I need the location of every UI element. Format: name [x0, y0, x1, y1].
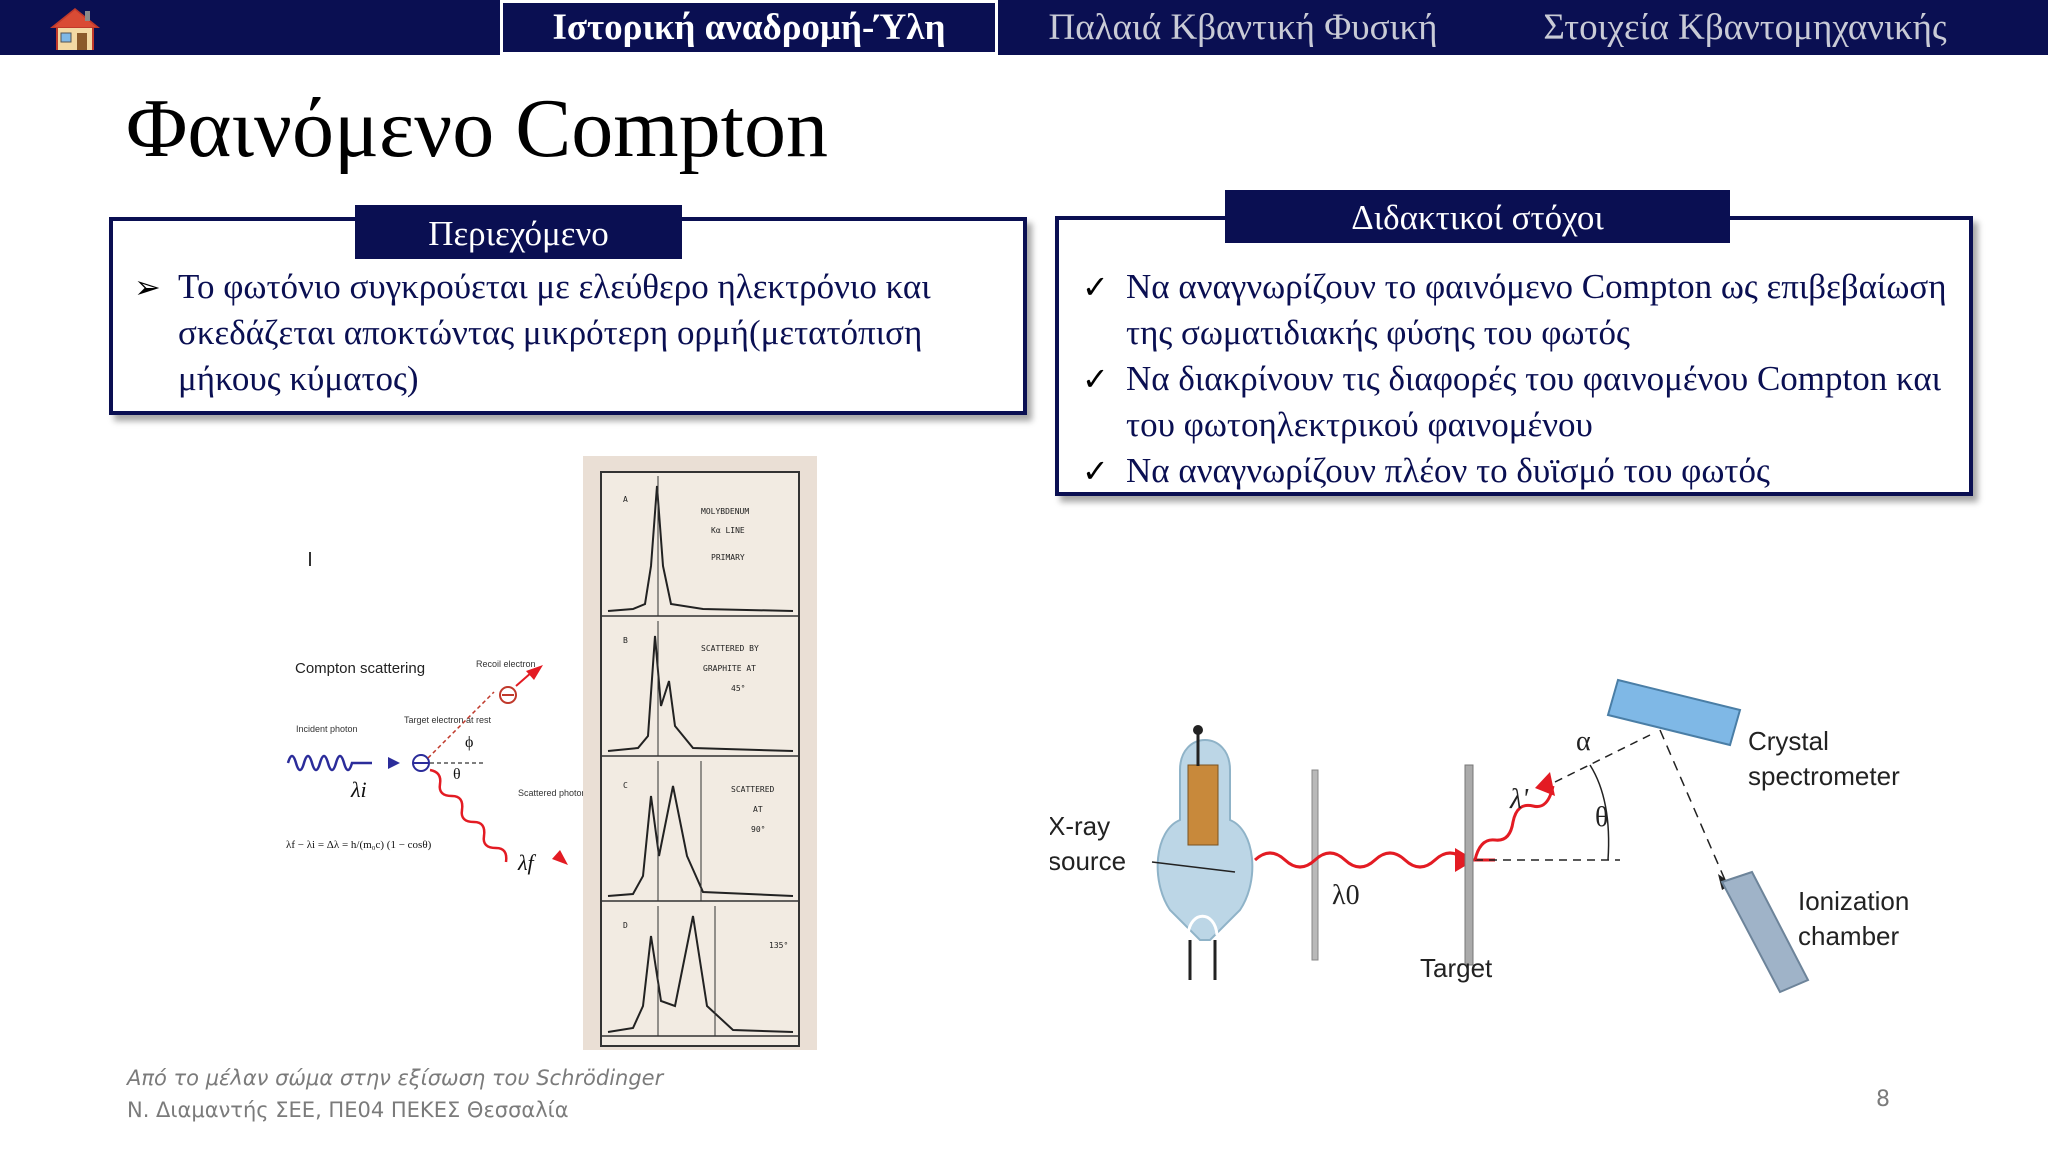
target-label: Target electron at rest	[404, 715, 492, 725]
check-icon: ✓	[1082, 269, 1109, 305]
peak-curve-c	[607, 785, 794, 897]
panel-c-caption-1: SCATTERED	[731, 785, 775, 794]
ionization-label-1: Ionization	[1798, 886, 1909, 916]
objectives-box	[1055, 216, 1973, 496]
spectrum-plots: A MOLYBDENUM Kα LINE PRIMARY B SCATTERED…	[600, 471, 800, 1047]
page-number: 8	[1876, 1087, 1890, 1112]
peak-curve-d	[607, 915, 794, 1033]
target-plate	[1464, 764, 1474, 966]
alpha-label: α	[1576, 726, 1591, 757]
theta-symbol: θ	[453, 766, 461, 783]
panel-b-caption-1: SCATTERED BY	[701, 644, 759, 653]
target-label: Target	[1420, 953, 1493, 983]
tab-old-quantum[interactable]: Παλαιά Κβαντική Φυσική	[1048, 7, 1438, 48]
ionization-chamber-icon	[1720, 870, 1810, 994]
crystal-spectrometer-icon	[1606, 678, 1742, 747]
incident-xray-wave	[1253, 851, 1495, 869]
recoil-arrow-icon	[526, 665, 543, 680]
lambda-i-symbol: λi	[350, 777, 367, 802]
scattered-arrow-icon	[552, 850, 568, 865]
top-navigation-bar: Ιστορική αναδρομή-Ύλη Παλαιά Κβαντική Φυ…	[0, 0, 2048, 55]
diagram-title: Compton scattering	[295, 660, 425, 677]
panel-d-caption-1: 135°	[769, 941, 788, 950]
objective-bullet: ✓ Να αναγνωρίζουν πλέον το δυϊσμό του φω…	[1082, 448, 1966, 494]
panel-a-caption-2: Kα LINE	[711, 526, 745, 535]
xray-source-label-2: source	[1050, 846, 1126, 876]
content-text: ➢ Το φωτόνιο συγκρούεται με ελεύθερο ηλε…	[134, 264, 1018, 402]
content-box-label: Περιεχόμενο	[355, 205, 682, 259]
incident-arrow-icon	[388, 757, 400, 769]
scattered-photon-wave	[429, 768, 508, 863]
target-electron-icon	[412, 754, 430, 772]
crystal-label-2: spectrometer	[1748, 761, 1900, 791]
objective-bullet: ✓ Να διακρίνουν τις διαφορές του φαινομέ…	[1082, 356, 1966, 448]
scattered-xray-wave	[1473, 785, 1555, 861]
panel-a-letter: A	[623, 495, 628, 504]
panel-c-letter: C	[623, 781, 628, 790]
ionization-label-2: chamber	[1798, 921, 1899, 951]
panel-d-letter: D	[623, 921, 628, 930]
scattered-xray-arrow-icon	[1535, 772, 1555, 796]
panel-b-letter: B	[623, 636, 628, 645]
lambda-f-symbol: λf	[517, 850, 537, 875]
content-bullet: ➢ Το φωτόνιο συγκρούεται με ελεύθερο ηλε…	[134, 264, 1018, 402]
crystal-label-1: Crystal	[1748, 726, 1829, 756]
tab-quantum-mechanics[interactable]: Στοιχεία Κβαντομηχανικής	[1543, 7, 1947, 48]
compton-scattering-diagram: Compton scattering Recoil electron Incid…	[286, 552, 587, 875]
tube-anode	[1187, 764, 1219, 846]
panel-a-caption-1: MOLYBDENUM	[701, 507, 749, 516]
house-icon	[50, 8, 100, 50]
footer-author: Ν. Διαμαντής ΣΕΕ, ΠΕ04 ΠΕΚΕΣ Θεσσαλία	[127, 1098, 569, 1122]
home-button[interactable]	[48, 6, 102, 52]
xray-apparatus-diagram: X-ray source λ0 Target λ' θ α Crystal sp…	[1050, 678, 1909, 994]
check-icon: ✓	[1082, 453, 1109, 489]
recoil-electron-icon	[499, 686, 517, 704]
lambda-prime-label: λ'	[1509, 784, 1529, 815]
phi-symbol: ϕ	[465, 734, 473, 751]
scattered-label: Scattered photon	[518, 788, 587, 798]
recoil-label: Recoil electron	[476, 659, 536, 669]
footer-title: Από το μέλαν σώμα στην εξίσωση του Schrö…	[127, 1066, 664, 1090]
lambda0-label: λ0	[1332, 880, 1360, 911]
compton-formula: λf − λi = Δλ = h/(m₀c) (1 − cosθ)	[286, 839, 432, 851]
objective-bullet: ✓ Να αναγνωρίζουν το φαινόμενο Compton ω…	[1082, 264, 1966, 356]
incident-photon-wave	[286, 754, 372, 772]
arrow-bullet-icon: ➢	[134, 269, 161, 305]
compton-experiment-photo: A MOLYBDENUM Kα LINE PRIMARY B SCATTERED…	[583, 456, 817, 1050]
theta-label: θ	[1595, 802, 1608, 833]
tab-history[interactable]: Ιστορική αναδρομή-Ύλη	[500, 0, 998, 55]
xray-source-label-1: X-ray	[1050, 811, 1110, 841]
panel-c-caption-3: 90°	[751, 825, 765, 834]
slide-title: Φαινόμενο Compton	[126, 82, 828, 175]
check-icon: ✓	[1082, 361, 1109, 397]
panel-b-caption-2: GRAPHITE AT	[703, 664, 756, 673]
panel-a-caption-3: PRIMARY	[711, 553, 745, 562]
recoil-path	[427, 691, 495, 759]
objectives-text: ✓ Να αναγνωρίζουν το φαινόμενο Compton ω…	[1082, 264, 1966, 494]
incident-label: Incident photon	[296, 724, 358, 734]
panel-c-caption-2: AT	[753, 805, 763, 814]
peak-curve-a	[607, 485, 794, 612]
peak-curve-b	[607, 635, 794, 752]
panel-b-caption-3: 45°	[731, 684, 745, 693]
objectives-box-label: Διδακτικοί στόχοι	[1225, 190, 1730, 243]
